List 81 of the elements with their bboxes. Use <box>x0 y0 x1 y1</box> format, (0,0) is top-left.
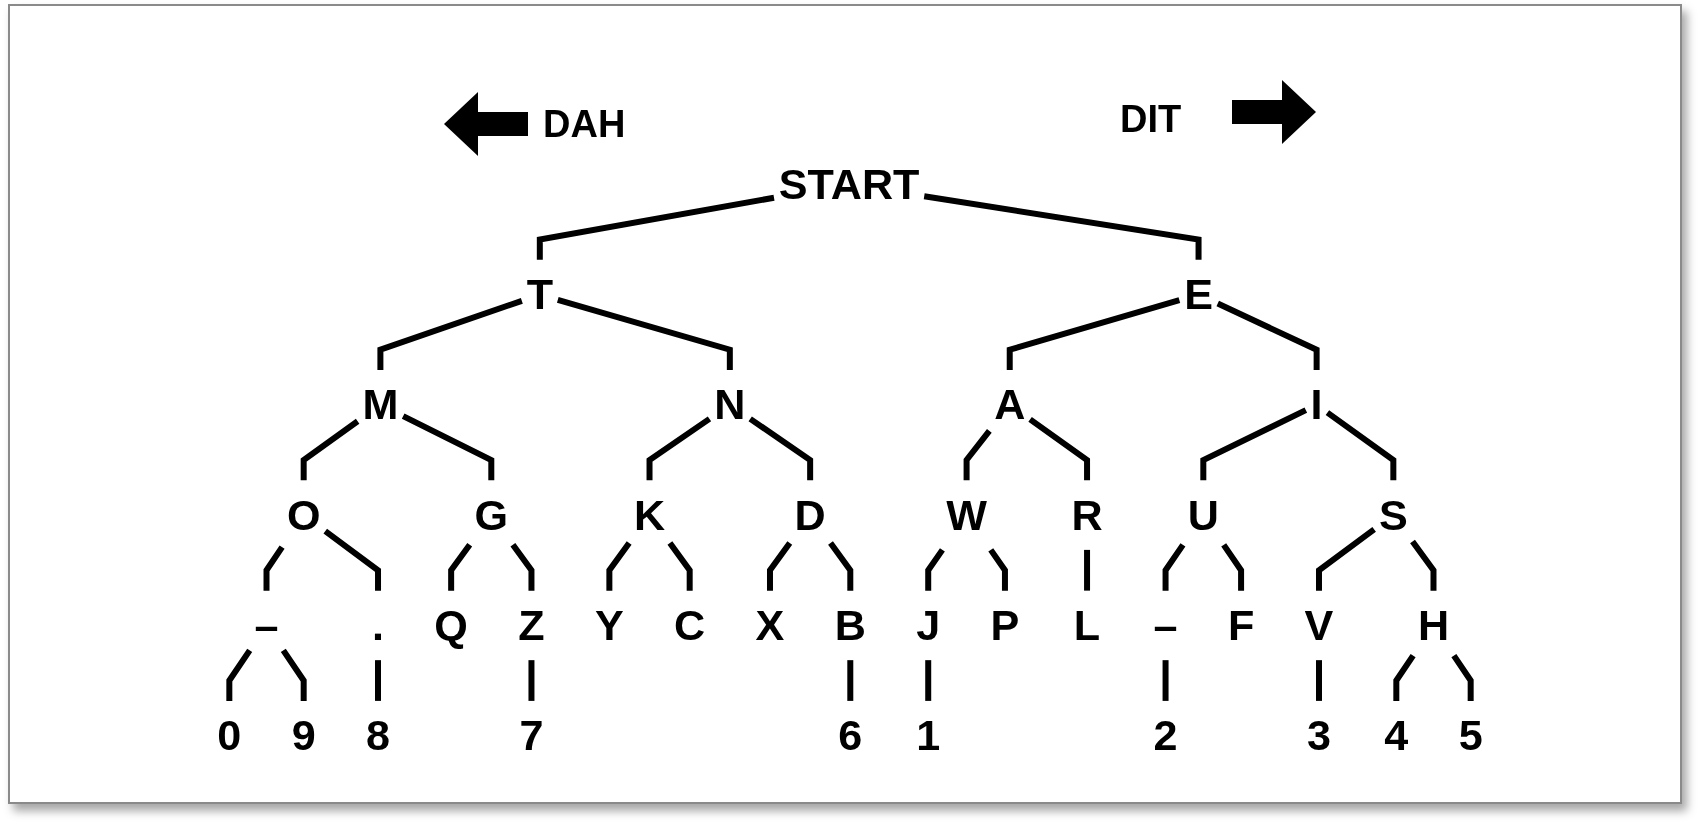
node-text: 7 <box>519 710 544 760</box>
node-text: P <box>990 600 1020 650</box>
connector <box>375 660 381 701</box>
connector <box>1028 416 1091 481</box>
connector <box>323 528 381 591</box>
node-text: R <box>1071 489 1103 540</box>
connector <box>767 541 793 591</box>
node-text: N <box>714 379 746 429</box>
connector <box>448 543 473 591</box>
connector <box>401 413 495 481</box>
node-text: F <box>1227 600 1255 650</box>
direction-label: DIT <box>1120 97 1182 141</box>
node-text: 6 <box>838 710 863 760</box>
direction-label: DAH <box>543 102 626 146</box>
node-text: 5 <box>1458 710 1483 760</box>
connector <box>1410 539 1437 591</box>
node-text: 2 <box>1153 710 1178 760</box>
node-text: V <box>1304 600 1334 650</box>
connector <box>748 416 814 481</box>
connector <box>1393 653 1416 701</box>
node-text: B <box>834 600 866 650</box>
node-text: J <box>916 600 941 650</box>
connector <box>1316 526 1376 591</box>
node-text: U <box>1187 489 1219 540</box>
connector <box>828 541 854 591</box>
connector <box>226 648 253 701</box>
connector <box>925 548 945 591</box>
node-text: A <box>994 379 1026 429</box>
connector <box>510 543 535 591</box>
node-text: 4 <box>1384 710 1409 760</box>
node-text: 3 <box>1306 710 1331 760</box>
node-text: START <box>778 159 920 209</box>
node-text: O <box>286 489 321 540</box>
node-text: 0 <box>217 710 242 760</box>
node-text: Y <box>594 600 624 650</box>
node-text: 9 <box>291 710 316 760</box>
connector <box>925 660 932 701</box>
node-text: . <box>372 600 385 650</box>
connector <box>1325 410 1397 481</box>
connector <box>280 648 307 701</box>
node-text: 8 <box>366 710 391 760</box>
node-text: H <box>1417 600 1450 650</box>
connector <box>988 548 1008 591</box>
node-text: – <box>254 600 279 650</box>
connector <box>1200 407 1308 481</box>
connector <box>1216 300 1320 371</box>
connector <box>300 418 360 481</box>
connector <box>1316 660 1322 701</box>
node-text: G <box>474 489 509 540</box>
node-text: K <box>633 489 666 540</box>
connector <box>963 429 992 481</box>
node-text: S <box>1378 489 1408 540</box>
connector <box>1451 653 1474 701</box>
node-text: – <box>1153 600 1178 650</box>
connector <box>606 541 632 591</box>
connector <box>536 194 775 260</box>
connector <box>1162 543 1186 591</box>
connector <box>646 416 712 481</box>
connector <box>377 298 523 371</box>
connector <box>1221 543 1245 591</box>
connector <box>1084 549 1091 591</box>
connector <box>847 660 854 701</box>
connector <box>528 660 535 701</box>
node-text: T <box>526 269 553 319</box>
node-text: Q <box>434 600 468 650</box>
connector <box>667 541 693 591</box>
node-text: I <box>1310 379 1323 429</box>
connector <box>1162 660 1169 701</box>
node-text: 1 <box>916 710 941 760</box>
node-text: M <box>362 379 399 429</box>
connector <box>1006 297 1181 371</box>
node-text: C <box>674 600 706 650</box>
node-text: W <box>946 489 987 540</box>
connector <box>923 193 1202 260</box>
node-text: L <box>1073 600 1101 650</box>
node-text: X <box>755 600 785 650</box>
connector <box>263 545 285 591</box>
connector <box>556 296 733 371</box>
node-text: D <box>794 489 826 540</box>
node-text: E <box>1184 269 1213 319</box>
node-text: Z <box>518 600 545 650</box>
